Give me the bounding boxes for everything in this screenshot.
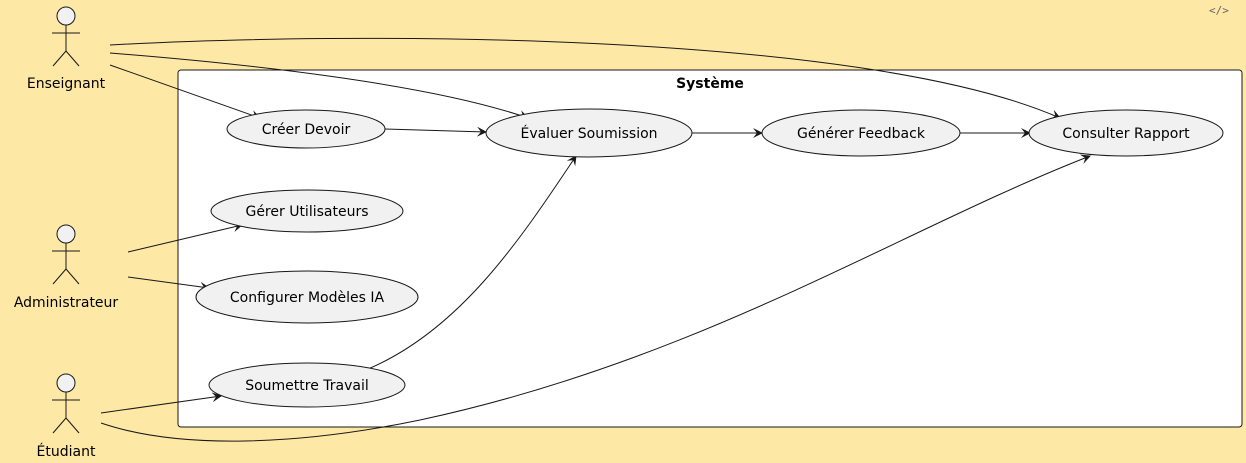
usecase-gerer-utilisateurs-label: Gérer Utilisateurs	[245, 204, 368, 220]
actor-etudiant[interactable]	[52, 373, 80, 434]
usecase-evaluer-soumission[interactable]: Évaluer Soumission	[485, 108, 693, 158]
edge-creer-evaluer	[384, 126, 487, 137]
edge-enseignant-evaluer	[109, 52, 529, 120]
usecase-configurer-modeles-label: Configurer Modèles IA	[230, 290, 385, 306]
actor-head-icon	[56, 6, 76, 26]
edge-enseignant-consulter	[109, 37, 1061, 119]
edge-etudiant-consulter	[100, 154, 1091, 442]
usecase-soumettre-travail[interactable]: Soumettre Travail	[208, 362, 406, 408]
usecase-configurer-modeles[interactable]: Configurer Modèles IA	[195, 270, 419, 324]
edge-etudiant-soumettre	[100, 392, 222, 414]
source-code-icon[interactable]: </>	[1209, 4, 1229, 17]
usecase-gerer-utilisateurs[interactable]: Gérer Utilisateurs	[210, 189, 404, 233]
edge-enseignant-creer-devoir	[109, 64, 261, 120]
actor-etudiant-label: Étudiant	[37, 443, 96, 460]
actor-head-icon	[56, 373, 76, 393]
actor-enseignant[interactable]	[52, 6, 80, 67]
actor-enseignant-label: Enseignant	[27, 76, 106, 92]
usecase-generer-feedback-label: Générer Feedback	[797, 126, 926, 142]
usecase-soumettre-travail-label: Soumettre Travail	[245, 378, 369, 394]
edge-admin-gerer	[127, 222, 243, 253]
system-boundary	[177, 69, 1243, 428]
usecase-creer-devoir[interactable]: Créer Devoir	[226, 109, 386, 149]
usecase-generer-feedback[interactable]: Générer Feedback	[761, 109, 961, 157]
usecase-evaluer-soumission-label: Évaluer Soumission	[520, 125, 657, 142]
usecase-consulter-rapport[interactable]: Consulter Rapport	[1028, 109, 1224, 157]
actor-administrateur-label: Administrateur	[14, 295, 119, 311]
actor-administrateur[interactable]	[52, 224, 80, 285]
edge-admin-configurer	[127, 276, 210, 292]
usecase-creer-devoir-label: Créer Devoir	[262, 122, 351, 138]
edge-soumettre-evaluer	[367, 155, 577, 370]
actor-head-icon	[56, 224, 76, 244]
system-title: Système	[676, 76, 744, 92]
usecase-consulter-rapport-label: Consulter Rapport	[1062, 126, 1190, 142]
